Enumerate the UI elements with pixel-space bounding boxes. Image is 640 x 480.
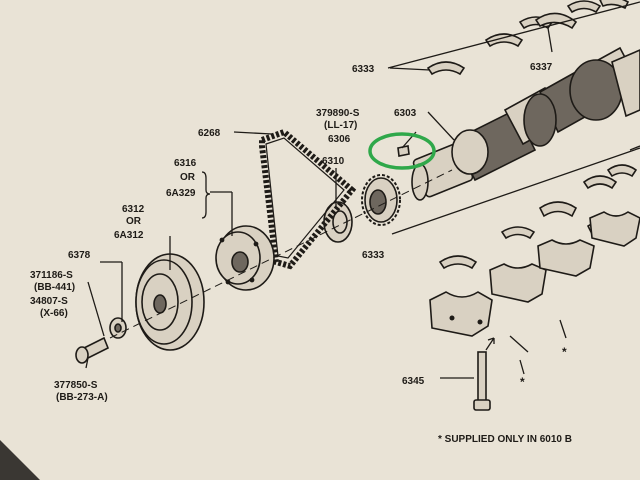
footnote-text: * SUPPLIED ONLY IN 6010 B (438, 434, 572, 445)
label-6337: 6337 (530, 62, 553, 73)
label-379890-s: 379890-S (316, 108, 360, 119)
assembly-centerline (109, 169, 453, 339)
main-bearing-caps (429, 211, 640, 337)
upper-bearing-inserts (426, 0, 630, 76)
label-or-1: OR (180, 172, 196, 183)
label-6306: 6306 (328, 134, 351, 145)
label-6333-mid: 6333 (362, 250, 385, 261)
label-34807-s: 34807-S (30, 296, 68, 307)
label-6303: 6303 (394, 108, 417, 119)
label-or-2: OR (126, 216, 142, 227)
label-6310: 6310 (322, 156, 345, 167)
label-6333-top: 6333 (352, 64, 375, 75)
label-ll-17: (LL-17) (324, 120, 357, 131)
crankshaft-sprocket (361, 174, 401, 226)
asterisk-mark-1: * (562, 345, 567, 359)
crankshaft (411, 46, 640, 201)
label-6a312: 6A312 (114, 230, 144, 241)
arrow-bolt (485, 337, 495, 351)
crankshaft-pulley (135, 253, 205, 351)
oil-slinger (323, 201, 353, 243)
pulley-bolt (75, 336, 110, 364)
label-6a329: 6A329 (166, 188, 196, 199)
label-bb-441: (BB-441) (34, 282, 75, 293)
camshaft-sprocket (215, 225, 275, 291)
brace-6316 (201, 171, 211, 219)
leader-371186 (87, 281, 105, 337)
asterisk-mark-2: * (520, 375, 525, 389)
label-377850-s: 377850-S (54, 380, 98, 391)
woodruff-key (397, 145, 410, 157)
asterisk-arrow-3 (519, 359, 525, 375)
label-6268: 6268 (198, 128, 221, 139)
label-6312: 6312 (122, 204, 145, 215)
leader-377850 (85, 357, 89, 369)
asterisk-arrow-2 (559, 319, 567, 339)
label-bb-273-a: (BB-273-A) (56, 392, 108, 403)
label-6316: 6316 (174, 158, 197, 169)
highlight-circle (368, 132, 436, 170)
asterisk-arrow-1 (509, 335, 529, 353)
washer-hole (114, 323, 122, 333)
label-6345: 6345 (402, 376, 425, 387)
label-6378: 6378 (68, 250, 91, 261)
leader-6303 (427, 111, 455, 141)
leader-6337 (547, 27, 553, 53)
main-bearing-bolt (473, 351, 491, 411)
bearing-row-lower-line (391, 147, 640, 235)
timing-chain (259, 128, 357, 270)
bearing-tick-right (629, 145, 640, 151)
paper-shadow-edge (0, 440, 40, 480)
leader-6333-top (389, 67, 431, 71)
label-371186-s: 371186-S (30, 270, 73, 281)
leader-6268 (233, 131, 273, 135)
bearing-row-upper-line (387, 1, 640, 69)
label-x-66: (X-66) (40, 308, 68, 319)
